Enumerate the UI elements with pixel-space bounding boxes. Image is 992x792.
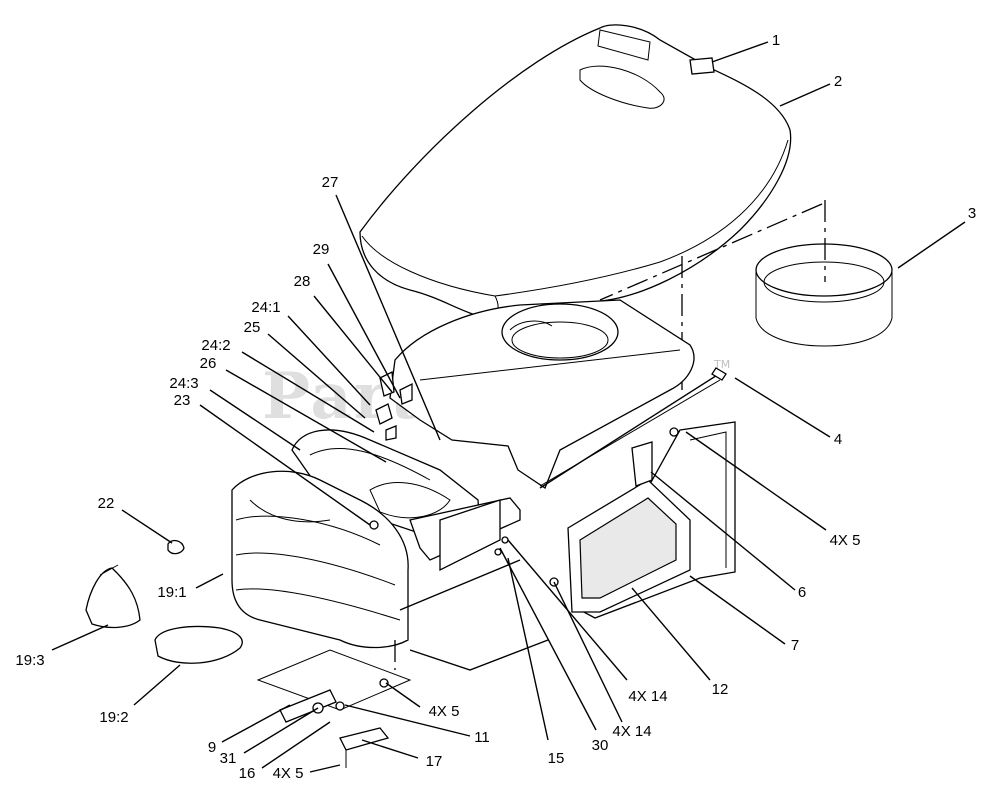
- dash-console: [291, 429, 521, 572]
- callout-leader-c12: [631, 587, 711, 681]
- fasteners: [369, 370, 679, 587]
- callout-label-c4: 4: [834, 431, 842, 448]
- callout-leader-c15: [507, 557, 549, 741]
- callout-label-c9: 9: [208, 739, 216, 756]
- part-2-hood: [359, 24, 792, 321]
- callout-label-c193: 19:3: [15, 652, 44, 669]
- callout-leader-c30: [499, 547, 597, 731]
- part-3-ring: [755, 243, 893, 347]
- callout-leader-c31: [243, 707, 319, 754]
- part-6-bracket: [631, 441, 653, 487]
- callout-leader-c14b: [553, 581, 623, 723]
- callout-leader-c6: [650, 471, 796, 591]
- callout-leader-c192: [133, 664, 181, 706]
- callout-leader-c3: [897, 221, 966, 269]
- callout-leader-c17: [361, 739, 419, 759]
- callout-label-c242: 24:2: [201, 337, 230, 354]
- callout-label-c6: 6: [798, 584, 806, 601]
- callout-leader-c16: [261, 721, 331, 769]
- callout-label-c191: 19:1: [157, 584, 186, 601]
- callout-label-c29: 29: [313, 241, 330, 258]
- callout-label-c30: 30: [592, 737, 609, 754]
- callout-label-c16: 16: [239, 765, 256, 782]
- callout-leader-c28: [313, 295, 393, 393]
- callout-leader-c22: [121, 509, 173, 544]
- callout-label-c241: 24:1: [251, 299, 280, 316]
- callout-label-c3: 3: [968, 205, 976, 222]
- callout-leader-c26: [225, 369, 387, 463]
- callout-label-c1: 1: [772, 32, 780, 49]
- callout-label-c11: 11: [474, 729, 490, 746]
- callout-label-c2: 2: [834, 73, 842, 90]
- part-19-1-grille: [231, 470, 409, 649]
- callout-label-c14a: 4X 14: [628, 688, 667, 705]
- callout-leader-c241: [287, 315, 371, 406]
- part-1-emblem: [689, 57, 715, 75]
- callout-leader-c11: [344, 704, 471, 737]
- callout-leader-c4x5b: [309, 764, 341, 773]
- callout-label-c25: 25: [244, 319, 261, 336]
- callout-leader-c193: [51, 624, 109, 651]
- callout-leader-c23: [199, 404, 371, 526]
- part-19-2-lens: [154, 625, 243, 664]
- callout-label-c4x5b: 4X 5: [273, 765, 304, 782]
- lower-bracket: [256, 649, 412, 768]
- part-22-clip: [167, 539, 185, 555]
- part-12-side-frame: [567, 479, 691, 613]
- callout-label-c28: 28: [294, 273, 311, 290]
- callout-label-c4x5a: 4X 5: [429, 703, 460, 720]
- callout-leader-c4x5a: [385, 682, 421, 708]
- callout-leader-c9: [221, 704, 291, 743]
- connector-lines: [394, 559, 549, 671]
- callout-leaders: [51, 41, 966, 773]
- callout-leader-c27: [335, 194, 441, 441]
- callout-label-c31: 31: [220, 750, 237, 767]
- callout-label-c26: 26: [200, 355, 217, 372]
- callout-label-c5: 4X 5: [830, 532, 861, 549]
- callout-leader-c1: [711, 41, 769, 63]
- callout-label-c243: 24:3: [169, 375, 198, 392]
- hood-alignment-lines: [599, 200, 826, 390]
- callout-leader-c243: [209, 389, 301, 451]
- watermark-trademark: TM: [713, 358, 730, 371]
- callout-label-c23: 23: [174, 392, 191, 409]
- callout-label-c17: 17: [426, 753, 443, 770]
- callout-leader-c29: [327, 263, 401, 399]
- callout-label-c192: 19:2: [99, 709, 128, 726]
- callout-label-c7: 7: [791, 637, 799, 654]
- part-4-rod: [539, 367, 727, 489]
- chassis-frame: [389, 299, 721, 489]
- callout-leader-c2: [779, 83, 831, 107]
- callout-leader-c7: [689, 575, 786, 645]
- callout-label-c15: 15: [548, 750, 565, 767]
- callout-label-c12: 12: [712, 681, 729, 698]
- callout-leader-c5: [685, 431, 827, 531]
- callout-leader-c4: [734, 377, 831, 438]
- callout-label-c22: 22: [98, 495, 115, 512]
- callout-leader-c191: [195, 573, 224, 589]
- part-19-3-lens: [85, 564, 141, 629]
- callout-label-c27: 27: [322, 174, 339, 191]
- callout-label-c14b: 4X 14: [612, 723, 651, 740]
- callout-leader-c242: [241, 351, 375, 433]
- callout-leader-c25: [267, 333, 366, 419]
